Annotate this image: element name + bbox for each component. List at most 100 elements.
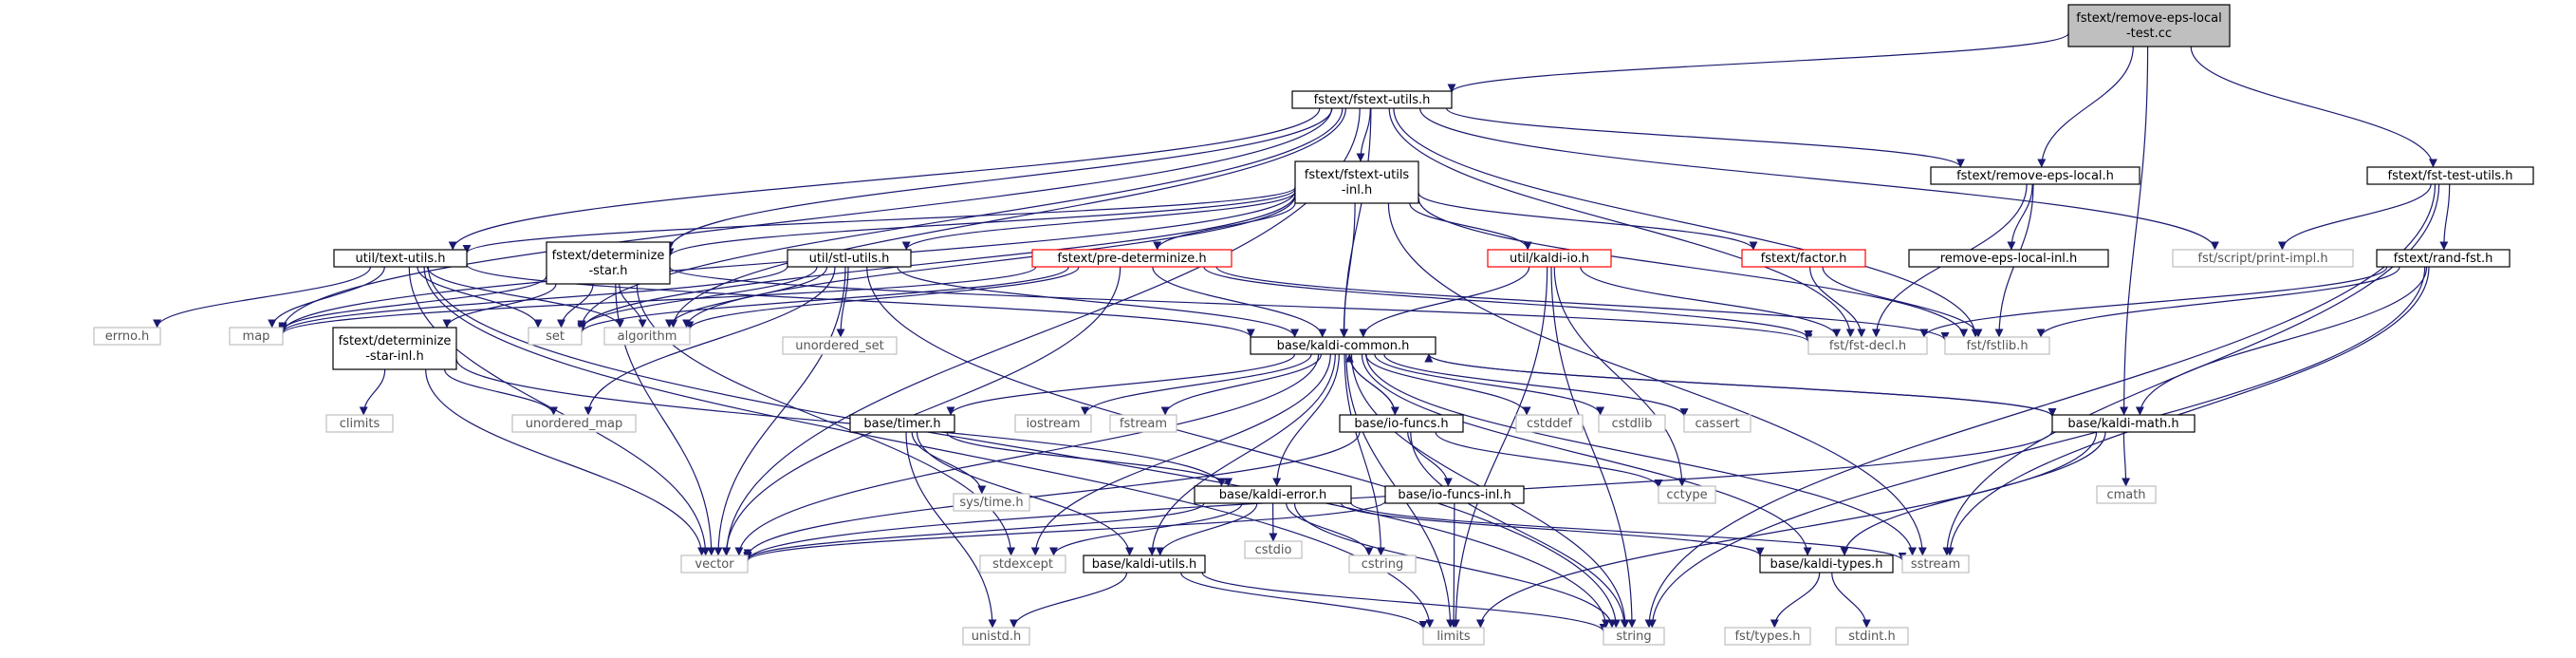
include-edge-fst-test-utils-to-print-impl bbox=[2277, 183, 2432, 251]
node-fst-test-utils[interactable]: fstext/fst-test-utils.h bbox=[2366, 166, 2534, 185]
include-edge-determinize-star-to-set bbox=[557, 283, 594, 329]
node-vector: vector bbox=[680, 555, 749, 573]
node-box bbox=[511, 414, 637, 433]
include-edge-util-stl-utils-to-vector bbox=[713, 266, 846, 556]
node-box bbox=[1835, 627, 1909, 646]
include-edge-kaldi-error-to-string bbox=[1293, 502, 1617, 629]
node-determinize-star[interactable]: fstext/determinize-star.h bbox=[546, 241, 671, 285]
node-root[interactable]: fstext/remove-eps-local-test.cc bbox=[2067, 4, 2231, 47]
node-unordered-set: unordered_set bbox=[782, 336, 898, 355]
node-factor[interactable]: fstext/factor.h bbox=[1741, 249, 1866, 268]
include-edge-timer-to-unistd bbox=[905, 431, 997, 629]
include-edge-fstext-utils-inl-to-sstream bbox=[1387, 202, 1927, 556]
node-label: fstext/determinize bbox=[552, 249, 665, 263]
include-edge-kaldi-io-to-limits bbox=[1451, 266, 1548, 629]
include-edge-kaldi-utils-to-limits bbox=[1180, 572, 1428, 630]
include-edge-determinize-star-inl-to-unordered-map bbox=[444, 368, 558, 416]
include-edge-pre-determinize-to-fstlib bbox=[1215, 266, 1950, 341]
include-edge-kaldi-common-to-fstream bbox=[1160, 353, 1322, 416]
include-edge-kaldi-error-to-stdexcept bbox=[1049, 502, 1243, 556]
node-label: base/io-funcs-inl.h bbox=[1398, 488, 1510, 502]
include-edge-util-stl-utils-to-kaldi-common bbox=[897, 266, 1299, 338]
node-util-stl-utils[interactable]: util/stl-utils.h bbox=[787, 249, 912, 268]
node-cctype: cctype bbox=[1658, 485, 1716, 504]
include-edge-determinize-star-to-map bbox=[278, 275, 547, 331]
node-kaldi-io[interactable]: util/kaldi-io.h bbox=[1487, 249, 1612, 268]
node-box bbox=[1014, 414, 1092, 433]
include-edge-kaldi-error-to-sstream bbox=[1350, 502, 1907, 561]
node-box bbox=[962, 627, 1030, 646]
include-edge-kaldi-io-to-cctype bbox=[1553, 266, 1687, 487]
node-cstdio: cstdio bbox=[1244, 540, 1303, 559]
node-unordered-map: unordered_map bbox=[511, 414, 637, 433]
include-edge-kaldi-error-to-kaldi-types bbox=[1340, 502, 1765, 556]
node-label: cstdio bbox=[1255, 543, 1292, 557]
include-edge-determinize-star-to-fst-decl bbox=[669, 266, 1813, 343]
include-edge-rand-fst-to-sstream bbox=[1945, 266, 2430, 556]
node-timer[interactable]: base/timer.h bbox=[849, 414, 955, 433]
node-label: algorithm bbox=[618, 329, 677, 344]
include-edge-util-text-utils-to-string bbox=[427, 266, 1611, 629]
node-box bbox=[782, 336, 898, 355]
node-pre-determinize[interactable]: fstext/pre-determinize.h bbox=[1031, 249, 1232, 268]
node-label: errno.h bbox=[105, 329, 150, 344]
node-io-funcs-inl[interactable]: base/io-funcs-inl.h bbox=[1384, 485, 1525, 504]
node-sstream: sstream bbox=[1901, 555, 1970, 573]
node-fstext-utils[interactable]: fstext/fstext-utils.h bbox=[1291, 90, 1453, 109]
node-box bbox=[1194, 485, 1352, 504]
include-edge-rand-fst-to-fst-decl bbox=[1919, 266, 2388, 338]
node-box bbox=[1515, 414, 1584, 433]
node-box bbox=[1109, 414, 1177, 433]
node-util-text-utils[interactable]: util/text-utils.h bbox=[333, 249, 468, 268]
include-edge-pre-determinize-to-vector bbox=[721, 266, 1121, 556]
node-label: util/kaldi-io.h bbox=[1510, 252, 1589, 266]
include-edge-io-funcs-to-string bbox=[1410, 431, 1629, 629]
node-label: base/kaldi-utils.h bbox=[1092, 557, 1197, 572]
node-rand-fst[interactable]: fstext/rand-fst.h bbox=[2376, 249, 2511, 268]
node-label: -inl.h bbox=[1342, 183, 1373, 197]
node-label: fstext/determinize bbox=[339, 334, 452, 348]
include-edge-timer-to-kaldi-error bbox=[946, 431, 1233, 487]
node-determinize-star-inl[interactable]: fstext/determinize-star-inl.h bbox=[332, 327, 457, 370]
node-box bbox=[325, 414, 394, 433]
node-remove-eps-local-inl[interactable]: remove-eps-local-inl.h bbox=[1908, 249, 2109, 268]
node-box bbox=[1598, 414, 1666, 433]
include-edge-fstext-utils-inl-to-factor bbox=[1418, 192, 1758, 251]
include-edge-root-to-fstext-utils bbox=[1447, 32, 2069, 93]
node-cstddef: cstddef bbox=[1515, 414, 1584, 433]
node-label: fstext/pre-determinize.h bbox=[1057, 252, 1206, 266]
node-label: unordered_map bbox=[526, 417, 623, 431]
node-kaldi-math[interactable]: base/kaldi-math.h bbox=[2051, 414, 2196, 433]
node-label: fstream bbox=[1120, 417, 1167, 431]
node-box bbox=[1944, 336, 2050, 355]
node-fstext-utils-inl[interactable]: fstext/fstext-utils-inl.h bbox=[1294, 160, 1419, 204]
node-kaldi-error[interactable]: base/kaldi-error.h bbox=[1194, 485, 1352, 504]
node-label: map bbox=[243, 329, 270, 344]
node-label: climits bbox=[340, 417, 380, 431]
include-edge-util-text-utils-to-algorithm bbox=[426, 266, 624, 329]
node-kaldi-utils[interactable]: base/kaldi-utils.h bbox=[1083, 555, 1206, 573]
include-edge-fstext-utils-to-map bbox=[278, 107, 1333, 331]
node-kaldi-types[interactable]: base/kaldi-types.h bbox=[1759, 555, 1894, 573]
include-edge-kaldi-io-to-string bbox=[1550, 266, 1637, 629]
node-label: base/kaldi-math.h bbox=[2067, 417, 2178, 431]
node-map: map bbox=[229, 327, 284, 346]
include-edge-fstext-utils-to-determinize-star bbox=[665, 107, 1333, 251]
include-edge-pre-determinize-to-algorithm bbox=[685, 266, 1080, 330]
node-box bbox=[93, 327, 161, 346]
node-label: base/timer.h bbox=[863, 417, 940, 431]
node-label: fstext/remove-eps-local.h bbox=[1956, 169, 2114, 183]
include-edge-util-text-utils-to-limits bbox=[423, 266, 1435, 629]
node-label: -test.cc bbox=[2126, 27, 2172, 41]
include-edge-util-text-utils-to-errno bbox=[153, 266, 371, 329]
include-edge-util-text-utils-to-vector bbox=[408, 266, 711, 556]
include-edge-util-stl-utils-to-string bbox=[866, 266, 1621, 629]
node-box bbox=[603, 327, 691, 346]
node-io-funcs[interactable]: base/io-funcs.h bbox=[1339, 414, 1464, 433]
include-edge-fstext-utils-inl-to-determinize-star bbox=[665, 188, 1296, 257]
node-kaldi-common[interactable]: base/kaldi-common.h bbox=[1250, 336, 1436, 355]
node-remove-eps-local[interactable]: fstext/remove-eps-local.h bbox=[1930, 166, 2140, 185]
include-edge-determinize-star-inl-to-kaldi-error bbox=[455, 358, 1226, 487]
node-label: util/stl-utils.h bbox=[809, 252, 890, 266]
